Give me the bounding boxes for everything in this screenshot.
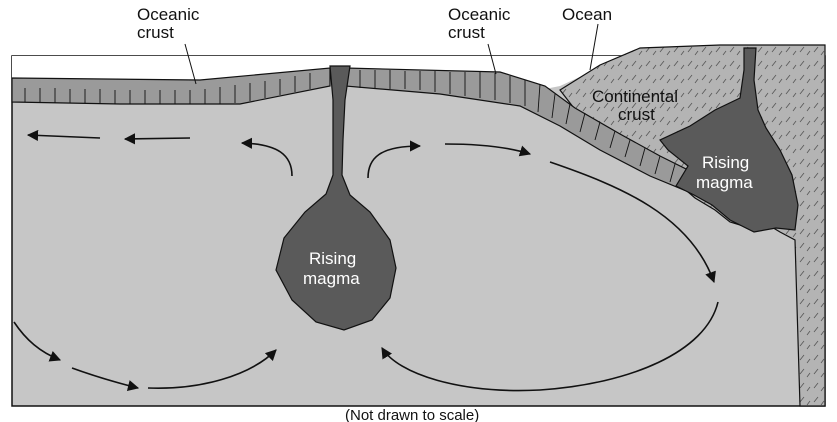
scale-note: (Not drawn to scale) (345, 407, 479, 422)
oceanic-crust-left-plate (11, 67, 331, 105)
rising-magma-center-label: Rising (309, 249, 356, 268)
left-crust-pointer (184, 43, 197, 85)
oceanic-crust-left-label-2: crust (137, 23, 174, 42)
rising-magma-right-label: Rising (702, 153, 749, 172)
convection-arrows (13, 129, 719, 392)
rising-magma-center-label-2: magma (303, 269, 360, 288)
center-magma-plume (275, 65, 397, 331)
continental-crust-label-2: crust (618, 105, 655, 124)
oceanic-crust-right-label-2: crust (448, 23, 485, 42)
crust-segment-lines (24, 70, 676, 183)
ocean-label: Ocean (562, 5, 612, 24)
ocean-water (12, 52, 825, 90)
oceanic-crust-right-label: Oceanic (448, 5, 511, 24)
continental-crust-label: Continental (592, 87, 678, 106)
ocean-pointer (589, 23, 599, 71)
oceanic-crust-left-label: Oceanic (137, 5, 200, 24)
rising-magma-right-label-2: magma (696, 173, 753, 192)
continental-magma-body (659, 47, 799, 233)
right-crust-pointer (487, 43, 497, 75)
